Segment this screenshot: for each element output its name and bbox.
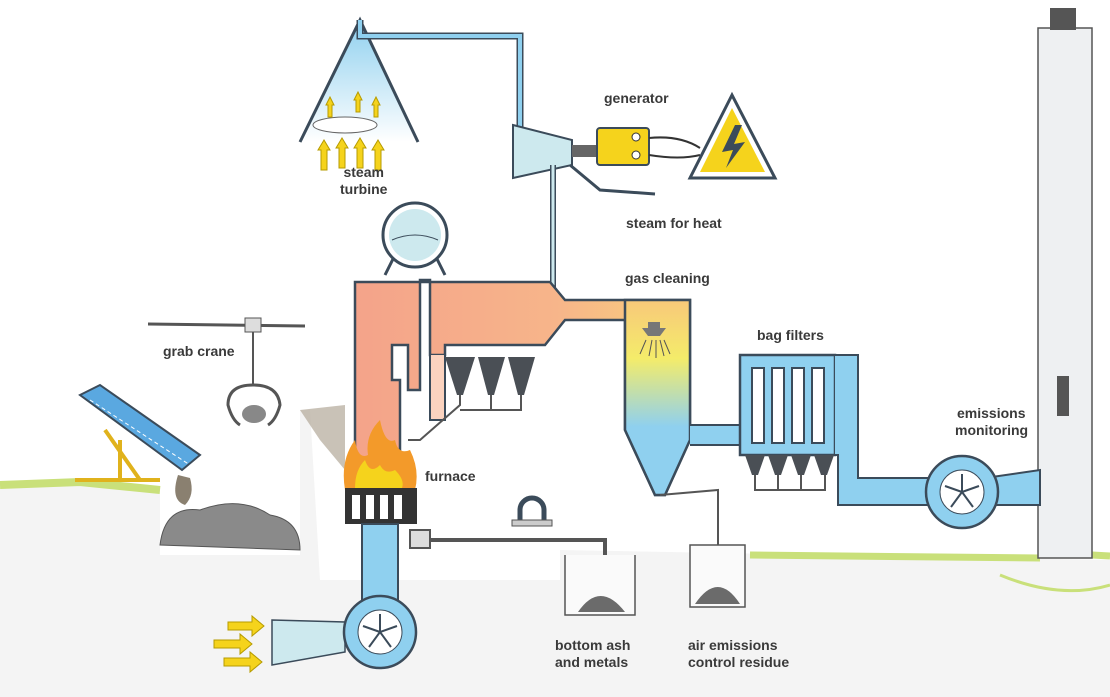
high-voltage-warning-icon [687, 91, 778, 180]
label-bag-filters: bag filters [757, 327, 824, 343]
bottom-ash-pit [564, 555, 636, 616]
generator [596, 127, 650, 166]
label-line: monitoring [955, 422, 1029, 438]
label-grab-crane: grab crane [163, 343, 235, 359]
spray-nozzle-icon [639, 322, 671, 358]
turbine-cone [512, 123, 573, 180]
label-line: steam [343, 164, 384, 180]
label-bottom-ash: bottom ash and metals [555, 637, 630, 671]
magnet-icon [511, 495, 553, 527]
chimney [1037, 8, 1093, 559]
steam-turbine [298, 16, 420, 171]
steam-drum [381, 201, 449, 276]
grab-crane [147, 317, 306, 427]
label-furnace: furnace [425, 468, 476, 484]
label-air-emissions-residue: air emissions control residue [688, 637, 789, 671]
label-steam-for-heat: steam for heat [626, 215, 722, 231]
monitoring-window [1057, 376, 1069, 416]
label-emissions-monitoring: emissions monitoring [955, 405, 1028, 439]
tipping-conveyor [75, 383, 202, 505]
label-gas-cleaning: gas cleaning [625, 270, 710, 286]
air-fan-icon [342, 594, 418, 670]
label-line: air emissions [688, 637, 778, 653]
label-line: control residue [688, 654, 790, 670]
label-line: emissions [957, 405, 1026, 421]
label-line: and metals [555, 654, 629, 670]
label-generator: generator [604, 90, 669, 106]
air-intake-arrows-icon [213, 614, 265, 674]
ash-hoppers [445, 357, 535, 395]
exhaust-fan-icon [924, 454, 1000, 530]
waste-pile [159, 503, 301, 551]
label-line: turbine [340, 181, 388, 197]
steam-for-heat-pipe [569, 163, 656, 196]
label-line: bottom ash [555, 637, 631, 653]
furnace-flames-icon [343, 420, 417, 490]
label-steam-turbine: steam turbine [340, 164, 387, 198]
